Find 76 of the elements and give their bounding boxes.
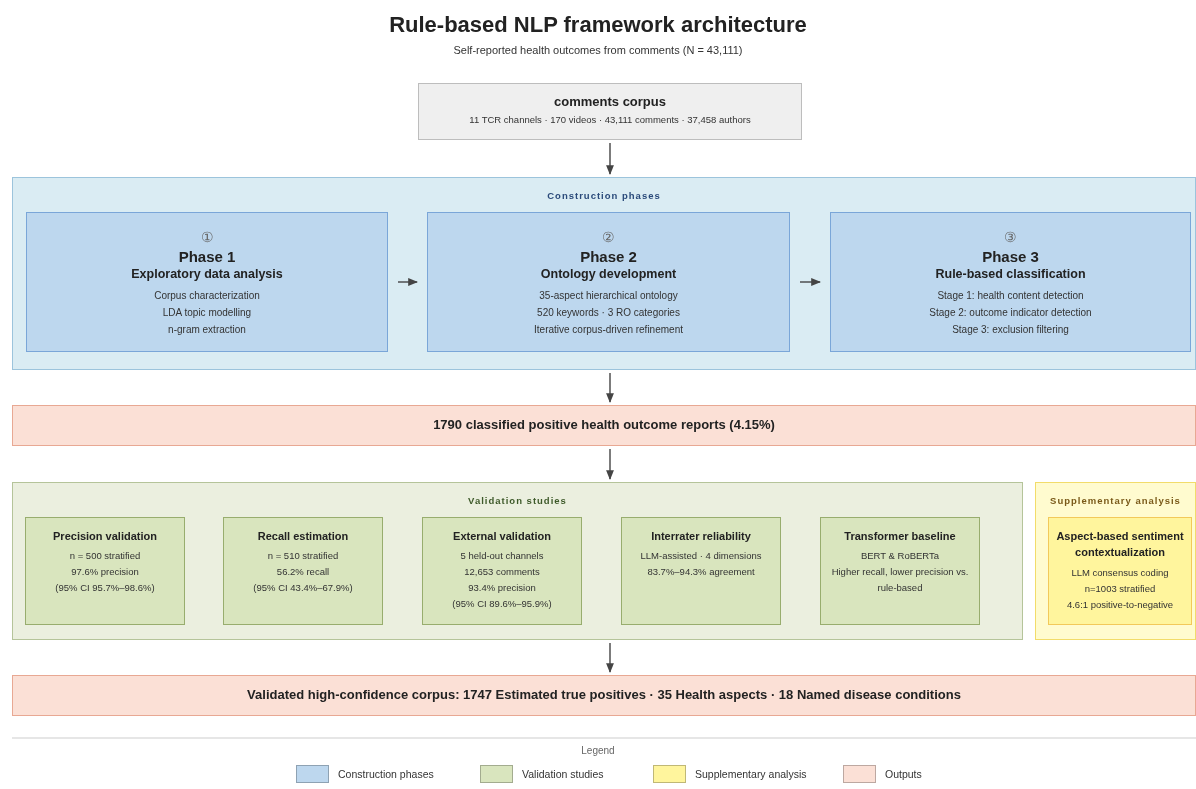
- card-text: 56.2% recall: [276, 565, 330, 579]
- arrow: [397, 278, 418, 286]
- study-card: [820, 517, 980, 625]
- card-text: LLM-assisted · 4 dimensions: [640, 549, 762, 563]
- phase-subtitle: Exploratory data analysis: [131, 267, 283, 281]
- group-panel: [12, 177, 1196, 370]
- group-heading: Validation studies: [468, 495, 567, 506]
- card-text: 83.7%–94.3% agreement: [647, 565, 755, 579]
- box-text: Stage 2: outcome indicator detection: [929, 306, 1092, 320]
- phase-title: Phase 1: [178, 248, 236, 265]
- card-text: BERT & RoBERTa: [860, 549, 940, 563]
- card-text: 5 held-out channels: [460, 549, 544, 563]
- card-heading: Aspect-based sentiment contextualization: [1055, 529, 1185, 560]
- group-heading: Construction phases: [547, 190, 661, 201]
- card-text: (95% CI 89.6%–95.9%): [452, 597, 552, 611]
- phase-subtitle: Ontology development: [540, 267, 677, 281]
- legend-label: Construction phases: [338, 768, 434, 780]
- box-text: n-gram extraction: [168, 323, 246, 337]
- step-number: ③: [1004, 229, 1017, 245]
- arrow: [606, 642, 614, 673]
- output-box: [12, 405, 1196, 446]
- box-text: Iterative corpus-driven refinement: [534, 323, 683, 337]
- box-text: LDA topic modelling: [162, 306, 252, 320]
- arrow: [606, 448, 614, 480]
- arrow: [606, 372, 614, 403]
- diagram-title: Rule-based NLP framework architecture: [388, 12, 808, 38]
- legend-label: Supplementary analysis: [695, 768, 807, 780]
- card-text: (95% CI 43.4%–67.9%): [253, 581, 353, 595]
- card-text: LLM consensus coding: [1071, 566, 1169, 580]
- legend-label: Outputs: [885, 768, 922, 780]
- source-details: 11 TCR channels · 170 videos · 43,111 comments · 37,458 authors: [469, 114, 751, 125]
- study-card: [1048, 517, 1192, 625]
- group-heading: Supplementary analysis: [1050, 495, 1181, 506]
- output-box: [12, 675, 1196, 716]
- card-heading: Precision validation: [53, 530, 157, 542]
- box-text: Stage 1: health content detection: [937, 289, 1084, 303]
- box-text: 520 keywords · 3 RO categories: [537, 306, 680, 320]
- source-box: [418, 83, 802, 140]
- card-text: Higher recall, lower precision vs. rule-based: [830, 565, 970, 595]
- phase-subtitle: Rule-based classification: [935, 267, 1086, 281]
- phase-title: Phase 3: [982, 248, 1039, 265]
- box-text: Corpus characterization: [154, 289, 260, 303]
- box-text: 35-aspect hierarchical ontology: [539, 289, 678, 303]
- study-card: [621, 517, 781, 625]
- card-text: 12,653 comments: [464, 565, 540, 579]
- card-text: n = 500 stratified: [69, 549, 141, 563]
- output-text: Validated high-confidence corpus: 1747 Estimated true positives · 35 Health aspects · 18 Named disease conditions: [247, 687, 961, 702]
- box-text: Stage 3: exclusion filtering: [952, 323, 1069, 337]
- arrow: [799, 278, 821, 286]
- card-heading: Recall estimation: [257, 530, 349, 542]
- study-card: [422, 517, 582, 625]
- card-text: (95% CI 95.7%–98.6%): [55, 581, 155, 595]
- legend-label: Validation studies: [522, 768, 604, 780]
- phase-box: [427, 212, 790, 352]
- phase-box: [830, 212, 1191, 352]
- card-text: n=1003 stratified: [1084, 582, 1156, 596]
- card-heading: Interrater reliability: [651, 530, 751, 542]
- arrow: [606, 142, 614, 175]
- card-text: 4.6:1 positive-to-negative: [1066, 598, 1174, 612]
- phase-box: [26, 212, 388, 352]
- card-text: 97.6% precision: [71, 565, 139, 579]
- phase-title: Phase 2: [580, 248, 637, 265]
- diagram-subtitle: Self-reported health outcomes from comments (N = 43,111): [452, 44, 744, 56]
- legend-title: Legend: [580, 745, 616, 756]
- card-heading: External validation: [453, 530, 551, 542]
- card-text: 93.4% precision: [468, 581, 536, 595]
- study-card: [223, 517, 383, 625]
- card-text: n = 510 stratified: [267, 549, 339, 563]
- step-number: ①: [200, 229, 214, 245]
- card-heading: Transformer baseline: [844, 530, 956, 542]
- source-title: comments corpus: [554, 94, 666, 109]
- group-panel: [1035, 482, 1196, 640]
- study-card: [25, 517, 185, 625]
- step-number: ②: [602, 229, 615, 245]
- group-panel: [12, 482, 1023, 640]
- output-text: 1790 classified positive health outcome reports (4.15%): [433, 417, 775, 432]
